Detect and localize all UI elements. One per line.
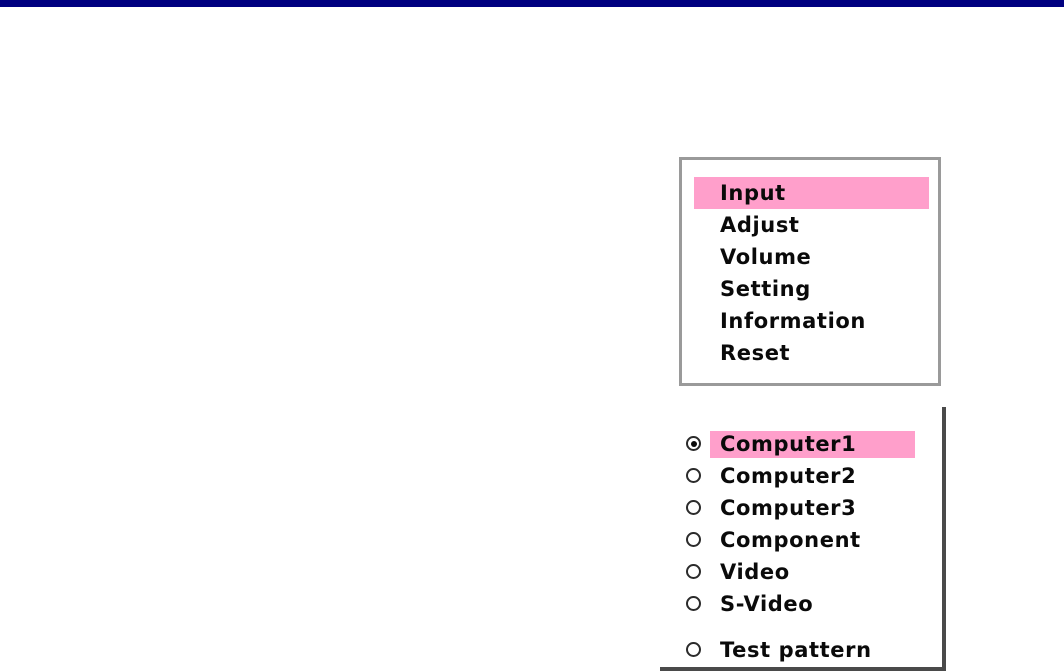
radio-icon[interactable] bbox=[686, 532, 701, 547]
source-item-computer2[interactable]: Computer2 bbox=[660, 460, 942, 492]
source-item-label: S-Video bbox=[720, 592, 814, 616]
main-menu-item-reset[interactable]: Reset bbox=[720, 341, 791, 365]
source-item-label: Computer1 bbox=[720, 432, 857, 456]
main-menu-item-adjust[interactable]: Adjust bbox=[720, 213, 800, 237]
radio-icon[interactable] bbox=[686, 468, 701, 483]
radio-icon[interactable] bbox=[686, 500, 701, 515]
top-accent-bar bbox=[0, 0, 1064, 7]
main-menu-item-information[interactable]: Information bbox=[720, 309, 866, 333]
main-menu-item-input[interactable]: Input bbox=[694, 177, 929, 209]
source-item-label: Computer3 bbox=[720, 496, 857, 520]
radio-icon[interactable] bbox=[686, 564, 701, 579]
source-item-label: Test pattern bbox=[720, 638, 872, 662]
source-item-label: Computer2 bbox=[720, 464, 857, 488]
source-item-s-video[interactable]: S-Video bbox=[660, 588, 942, 620]
source-item-component[interactable]: Component bbox=[660, 524, 942, 556]
source-item-computer3[interactable]: Computer3 bbox=[660, 492, 942, 524]
main-menu-item-volume[interactable]: Volume bbox=[720, 245, 812, 269]
main-menu-item-setting[interactable]: Setting bbox=[720, 277, 811, 301]
source-selection-highlight bbox=[710, 431, 915, 458]
radio-icon[interactable] bbox=[686, 642, 701, 657]
source-item-label: Video bbox=[720, 560, 790, 584]
radio-selected-icon[interactable] bbox=[686, 436, 701, 451]
source-item-video[interactable]: Video bbox=[660, 556, 942, 588]
source-item-computer1[interactable]: Computer1 bbox=[660, 428, 942, 460]
source-item-test-pattern[interactable]: Test pattern bbox=[660, 634, 942, 666]
source-item-label: Component bbox=[720, 528, 861, 552]
radio-icon[interactable] bbox=[686, 596, 701, 611]
